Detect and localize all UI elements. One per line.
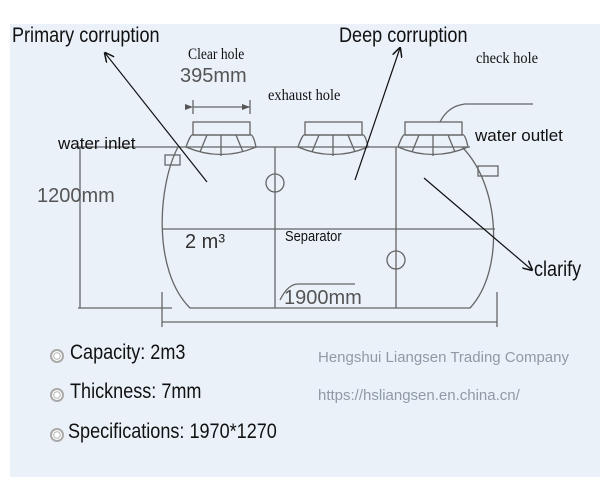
tank-outline [161, 146, 495, 309]
label-deep-corruption: Deep corruption [339, 24, 468, 47]
label-check-hole: check hole [476, 50, 538, 67]
arrow-clarify [423, 177, 532, 270]
bullet-icon [50, 349, 64, 363]
diagram-background [10, 24, 600, 477]
label-water-outlet: water outlet [475, 126, 563, 145]
label-exhaust-hole: exhaust hole [268, 87, 341, 104]
manhole-exhaust [297, 121, 369, 156]
label-clear-hole-size: 395mm [180, 65, 247, 87]
spec-dimensions: Specifications: 1970*1270 [68, 420, 277, 443]
separator-leader [279, 283, 355, 301]
inlet-pipe [164, 154, 181, 166]
label-water-inlet: water inlet [58, 134, 136, 153]
watermark-url: https://hsliangsen.en.china.cn/ [318, 387, 520, 404]
label-clear-hole: Clear hole [188, 46, 245, 63]
manhole-check [397, 121, 469, 156]
arrow-deep [354, 48, 400, 181]
label-primary-corruption: Primary corruption [12, 24, 160, 47]
check-hole-leader [439, 103, 533, 123]
spec-thickness: Thickness: 7mm [70, 380, 202, 403]
label-length: 1900mm [284, 287, 362, 309]
label-volume: 2 m³ [185, 231, 225, 253]
label-separator: Separator [285, 228, 342, 245]
spec-capacity: Capacity: 2m3 [70, 341, 186, 364]
outlet-pipe [477, 165, 499, 177]
label-height: 1200mm [37, 185, 115, 207]
bullet-icon [50, 388, 64, 402]
bullet-icon [50, 428, 64, 442]
label-clarify: clarify [534, 258, 582, 281]
manhole-clear [185, 121, 257, 156]
pass-hole-2 [386, 250, 406, 270]
pass-hole-1 [265, 173, 285, 193]
arrow-primary [105, 53, 208, 183]
watermark-company: Hengshui Liangsen Trading Company [318, 349, 569, 366]
